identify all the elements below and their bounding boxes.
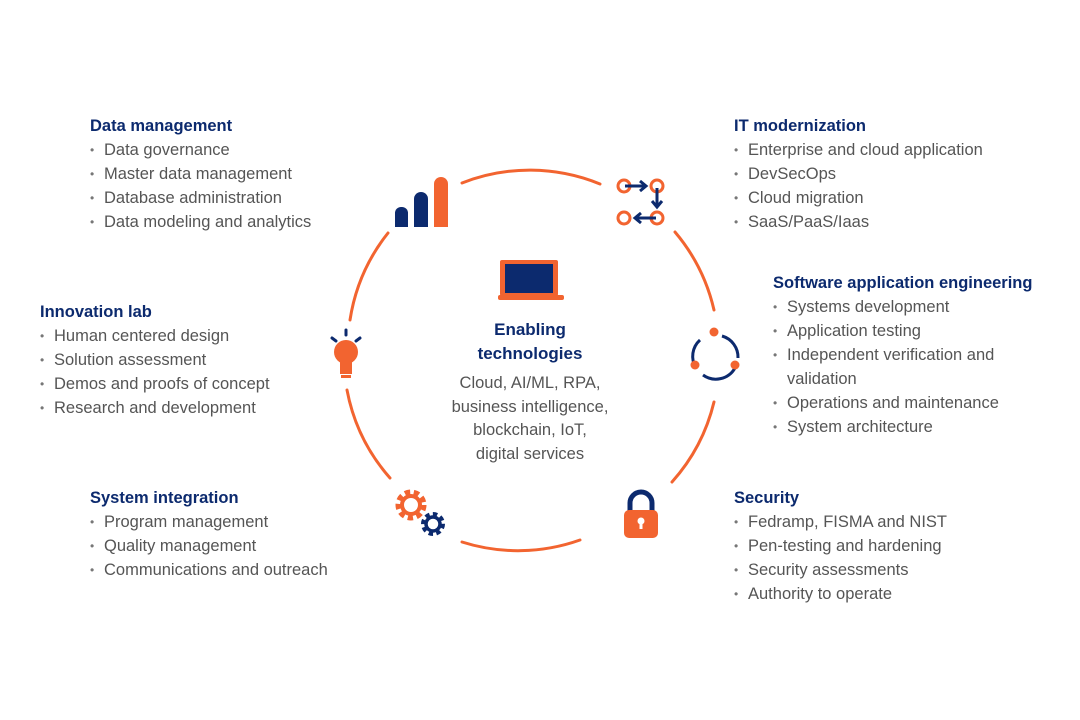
cycle-icon [690,327,740,381]
section-title: Security [734,489,800,507]
padlock-icon [624,489,658,538]
section-title: Innovation lab [40,303,152,321]
list-item: DevSecOps [734,162,983,186]
list-item: Systems development [773,295,1033,319]
section-data-management: Data management Data governanceMaster da… [90,114,311,234]
ring-arc [345,388,392,480]
section-title: System integration [90,489,239,507]
lightbulb-icon [330,328,362,378]
list-item: Application testing [773,319,1033,343]
gears-icon [395,489,445,536]
section-software-application-engineering: Software application engineering Systems… [773,271,1033,439]
section-innovation-lab: Innovation lab Human centered designSolu… [40,300,270,420]
section-security: Security Fedramp, FISMA and NISTPen-test… [734,486,947,606]
list-item: Independent verification and validation [773,343,997,391]
list-item: Authority to operate [734,582,947,606]
list-item: Data governance [90,138,311,162]
list-item: Quality management [90,534,328,558]
workflow-arrows-icon [616,178,665,226]
center-description: Cloud, AI/ML, RPA,business intelligence,… [451,374,609,463]
list-item: SaaS/PaaS/Iaas [734,210,983,234]
section-title: Software application engineering [773,274,1033,292]
bar-chart-icon [395,177,448,227]
list-item: Data modeling and analytics [90,210,311,234]
ring-arc [673,230,716,312]
section-title: IT modernization [734,117,866,135]
list-item: Program management [90,510,328,534]
ring-arc [460,538,582,553]
list-item: Pen-testing and hardening [734,534,947,558]
list-item: Cloud migration [734,186,983,210]
list-item: Solution assessment [40,348,270,372]
ring-arc [348,231,390,322]
list-item: Master data management [90,162,311,186]
list-item: Security assessments [734,558,947,582]
ring-arc [670,400,716,484]
section-it-modernization: IT modernization Enterprise and cloud ap… [734,114,983,234]
list-item: Fedramp, FISMA and NIST [734,510,947,534]
list-item: Database administration [90,186,311,210]
ring-arc [460,168,602,186]
section-title: Data management [90,117,233,135]
list-item: Demos and proofs of concept [40,372,270,396]
list-item: Communications and outreach [90,558,328,582]
section-system-integration: System integration Program managementQua… [90,486,328,582]
list-item: System architecture [773,415,1033,439]
list-item: Operations and maintenance [773,391,1033,415]
laptop-icon [498,260,564,300]
list-item: Human centered design [40,324,270,348]
list-item: Research and development [40,396,270,420]
list-item: Enterprise and cloud application [734,138,983,162]
